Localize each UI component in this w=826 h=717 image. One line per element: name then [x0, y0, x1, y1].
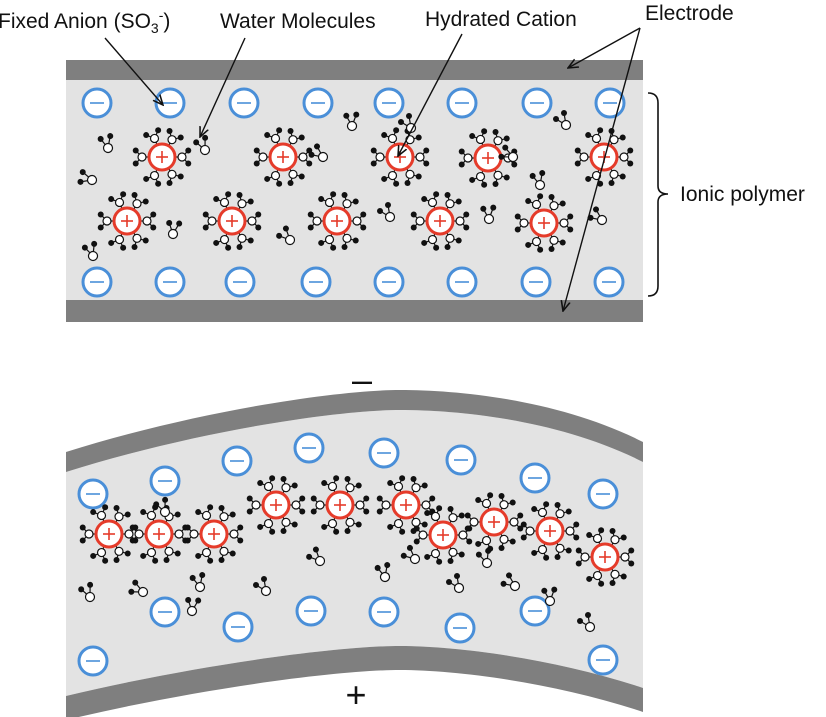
water-molecule-icon	[587, 206, 608, 226]
electrode-bottom	[66, 300, 643, 322]
fixed-anion-icon	[519, 595, 551, 627]
water-molecule-icon	[193, 134, 211, 156]
water-molecule-icon	[541, 586, 558, 607]
water-molecule-icon	[577, 612, 596, 633]
hydrated-cation-icon	[520, 501, 580, 561]
water-molecule-icon	[553, 110, 572, 131]
fixed-anion-icon	[154, 87, 186, 119]
water-molecule-icon	[166, 219, 183, 240]
water-molecule-icon	[78, 581, 96, 603]
label-hydrated-cation: Hydrated Cation	[425, 8, 577, 31]
fixed-anion-icon	[222, 611, 254, 643]
water-molecule-icon	[377, 202, 396, 223]
hydrated-cation-icon	[310, 475, 370, 535]
fixed-anion-icon	[149, 596, 181, 628]
water-molecule-icon	[374, 562, 391, 583]
water-molecule-icon	[308, 143, 329, 163]
label-water-molecules: Water Molecules	[220, 10, 376, 33]
fixed-anion-icon	[373, 87, 405, 119]
water-molecule-icon	[306, 546, 326, 567]
hydrated-cation-icon	[79, 504, 139, 564]
fixed-anion-icon	[373, 266, 405, 298]
fixed-anion-icon	[81, 87, 113, 119]
fixed-anion-icon	[293, 432, 325, 464]
fixed-anion-icon	[587, 478, 619, 510]
fixed-anion-icon	[368, 596, 400, 628]
water-molecule-icon	[189, 572, 206, 593]
hydrated-cation-icon	[514, 193, 574, 253]
fixed-anion-icon	[519, 462, 551, 494]
hydrated-cation-icon	[464, 492, 524, 552]
hydrated-cation-icon	[129, 504, 189, 564]
fixed-anion-icon	[295, 595, 327, 627]
hydrated-cation-icon	[246, 475, 306, 535]
fixed-anion-icon	[593, 266, 625, 298]
ionic-polymer-layer-bent	[66, 410, 643, 696]
water-molecule-icon	[480, 204, 497, 225]
water-molecule-icon	[128, 579, 149, 598]
water-molecule-icon	[153, 496, 171, 518]
polarity-positive: +	[345, 674, 366, 715]
label-ionic-polymer: Ionic polymer	[680, 183, 805, 206]
fixed-anion-icon	[300, 266, 332, 298]
arrow-water-molecules	[200, 37, 246, 137]
water-molecule-icon	[77, 169, 98, 186]
hydrated-cation-icon	[575, 527, 635, 587]
fixed-anion-icon	[149, 465, 181, 497]
water-molecule-icon	[498, 144, 519, 163]
fixed-anion-icon	[446, 87, 478, 119]
fixed-anion-icon	[154, 266, 186, 298]
fixed-anion-icon	[445, 444, 477, 476]
arrow-electrode-top	[568, 27, 641, 68]
fixed-anion-icon	[521, 87, 553, 119]
arrow-fixed-anion	[104, 37, 163, 105]
fixed-anion-icon	[368, 437, 400, 469]
fixed-anion-icon	[77, 645, 109, 677]
water-molecule-icon	[185, 596, 202, 617]
arrow-hydrated-cation	[398, 33, 463, 156]
bent-panel-ions	[77, 432, 635, 677]
bent-actuator	[66, 390, 643, 717]
label-electrode: Electrode	[645, 2, 734, 25]
hydrated-cation-icon	[413, 505, 473, 565]
electrode-top	[66, 60, 643, 80]
water-molecule-icon	[253, 576, 272, 597]
hydrated-cation-icon	[307, 191, 367, 251]
fixed-anion-icon	[224, 266, 256, 298]
fixed-anion-icon	[81, 266, 113, 298]
hydrated-cation-icon	[574, 127, 634, 187]
fixed-anion-icon	[587, 644, 619, 676]
fixed-anion-icon	[520, 266, 552, 298]
fixed-anion-icon	[302, 87, 334, 119]
arrow-electrode-bottom	[563, 27, 641, 311]
label-fixed-anion: Fixed Anion (SO3-)	[0, 7, 170, 36]
hydrated-cation-icon	[97, 191, 157, 251]
water-molecule-icon	[97, 133, 114, 154]
fixed-anion-icon	[221, 445, 253, 477]
hydrated-cation-icon	[132, 127, 192, 187]
fixed-anion-icon	[228, 87, 260, 119]
water-molecule-icon	[81, 240, 99, 262]
water-molecule-icon	[446, 573, 465, 594]
water-molecule-icon	[400, 544, 421, 565]
straight-actuator	[66, 60, 643, 322]
water-molecule-icon	[276, 225, 296, 246]
hydrated-cation-icon	[184, 504, 244, 564]
water-molecule-icon	[343, 111, 360, 132]
fixed-anion-icon	[444, 612, 476, 644]
water-molecule-icon	[529, 170, 546, 191]
electrode-bent-bottom	[66, 646, 643, 717]
hydrated-cation-icon	[202, 191, 262, 251]
hydrated-cation-icon	[253, 127, 313, 187]
electrode-bent-top	[66, 390, 643, 472]
ionic-polymer-brace	[647, 92, 669, 297]
water-molecule-icon	[500, 572, 521, 592]
hydrated-cation-icon	[410, 191, 470, 251]
fixed-anion-icon	[446, 266, 478, 298]
water-molecule-icon	[475, 547, 493, 569]
polarity-negative: –	[352, 359, 372, 400]
fixed-anion-icon	[77, 478, 109, 510]
